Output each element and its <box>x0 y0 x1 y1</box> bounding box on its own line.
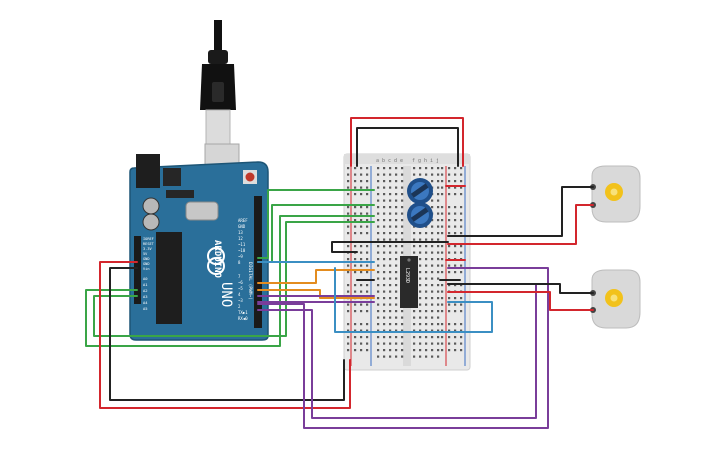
column-letter: c <box>388 158 391 164</box>
pin-label: ~6 <box>238 280 243 285</box>
pin-label: 13 <box>238 230 243 235</box>
wire-blue-2 <box>334 267 493 333</box>
column-letter: h <box>424 158 427 164</box>
pin-label: GND <box>143 257 150 261</box>
pin-label: IOREF <box>143 237 154 241</box>
pin-label: GND <box>143 262 150 266</box>
pin-label: TX▶1 <box>238 310 248 315</box>
column-letter: i <box>430 158 433 164</box>
wire-black-motor-top <box>447 186 594 237</box>
arduino-logo-icon <box>207 247 225 265</box>
arduino-board: AREFGND1312~11~10~987~6~54~32TX▶1RX◀0IOR… <box>129 154 269 341</box>
pin-label: RESET <box>143 242 155 246</box>
power-jack <box>136 154 160 188</box>
pin-label: 8 <box>238 260 241 265</box>
pin-label: 5V <box>143 252 148 256</box>
pin-label: 7 <box>238 274 241 279</box>
pin-label: A0 <box>143 276 148 281</box>
wire-black-rail <box>356 127 459 167</box>
column-letter: j <box>436 158 439 164</box>
usb-cable <box>200 20 240 187</box>
pin-label: A1 <box>143 282 148 287</box>
wire-red-motor-bottom <box>447 291 594 311</box>
wire-purple-loop-1 <box>257 267 549 429</box>
digital-label: DIGITAL (PWM~) <box>247 262 253 300</box>
pin-label: RX◀0 <box>238 316 248 321</box>
pin-label: ~10 <box>238 248 246 253</box>
pin-label: A3 <box>143 294 148 299</box>
wires <box>85 117 594 429</box>
wire-orange-1 <box>257 269 375 284</box>
pin-label: 2 <box>238 304 241 309</box>
column-letter: d <box>394 158 397 164</box>
column-letter: b <box>382 158 385 164</box>
pin-label: Vin <box>143 267 150 271</box>
power-analog-header <box>134 236 141 304</box>
pin-label: 3.3V <box>143 247 152 251</box>
column-letter: a <box>376 158 379 164</box>
board-model: UNO <box>218 282 234 307</box>
atmega-chip <box>156 232 182 324</box>
motor-bottom <box>590 269 641 329</box>
wire-red-rail <box>350 117 464 167</box>
wire-red-motor-top <box>447 204 594 245</box>
l293d-chip: L293D <box>400 256 418 308</box>
pin-label: 12 <box>238 236 243 241</box>
pin-label: ~5 <box>238 286 243 291</box>
wire-black-motor-bottom <box>447 283 594 294</box>
pin-label: GND <box>238 224 246 229</box>
wire-black-chip <box>331 241 449 253</box>
chip-label: L293D <box>404 268 410 283</box>
pin-label: 4 <box>238 292 241 297</box>
wire-green-1 <box>257 189 375 259</box>
wire-red-5v <box>99 261 351 409</box>
column-letter: g <box>418 158 421 164</box>
wire-orange-2 <box>257 289 375 299</box>
pin-label: AREF <box>238 218 248 223</box>
wire-green-4 <box>93 221 375 337</box>
potentiometer-top <box>407 178 433 204</box>
pin-label: ~9 <box>238 254 243 259</box>
pin-label: ~11 <box>238 242 246 247</box>
pin-label: A2 <box>143 288 148 293</box>
board-brand: ARDUINO <box>212 240 222 279</box>
pin-label: A4 <box>143 300 148 305</box>
pin-label: ~3 <box>238 298 243 303</box>
potentiometer-bottom <box>407 202 433 228</box>
column-letter: e <box>400 158 403 164</box>
motor-top <box>590 165 641 223</box>
wire-green-3 <box>85 215 375 347</box>
column-letter: f <box>412 158 415 164</box>
pin-label: A5 <box>143 306 148 311</box>
wire-black-gnd <box>109 267 345 401</box>
